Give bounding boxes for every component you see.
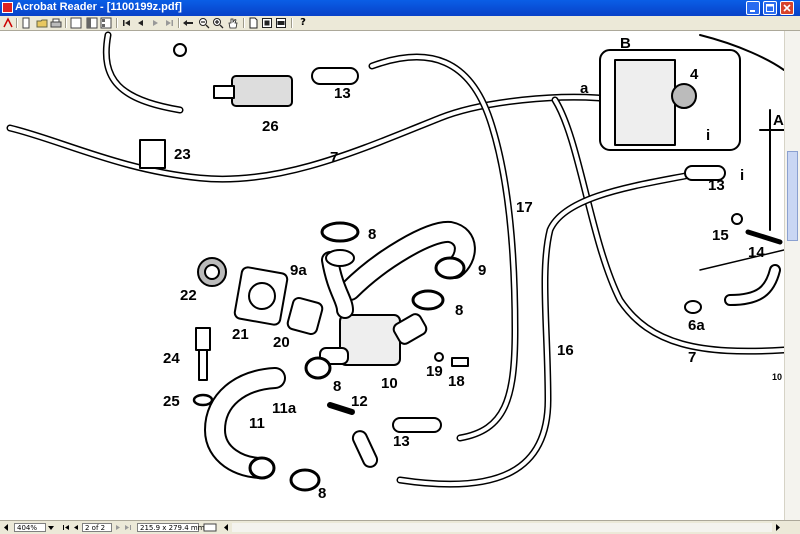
thumbnails-icon[interactable] <box>100 17 112 29</box>
label-7: 7 <box>330 149 338 166</box>
label-11: 11 <box>249 415 265 432</box>
label-24: 24 <box>163 350 180 367</box>
label-21: 21 <box>232 326 249 343</box>
label-25: 25 <box>163 393 180 410</box>
label-B: B <box>620 35 631 52</box>
label-19: 19 <box>426 363 443 380</box>
label-12: 12 <box>351 393 368 410</box>
label-13-right: 13 <box>708 177 725 194</box>
status-next-page-icon[interactable] <box>114 523 122 532</box>
label-6a: 6a <box>688 317 705 334</box>
fit-width-icon[interactable] <box>275 17 287 29</box>
zoom-field[interactable]: 404% <box>14 523 46 532</box>
label-20: 20 <box>273 334 290 351</box>
previous-page-icon[interactable] <box>135 17 147 29</box>
zoom-out-icon[interactable] <box>198 17 210 29</box>
minimize-button[interactable] <box>746 1 760 15</box>
print-icon[interactable] <box>50 17 62 29</box>
parts-diagram: 13 26 23 7 B a 4 i A 13 i 17 8 15 14 9a … <box>6 31 784 502</box>
status-first-page-icon[interactable] <box>62 523 70 532</box>
help-icon[interactable]: ? <box>300 17 306 28</box>
toolbar: ? <box>0 16 800 31</box>
hand-tool-icon[interactable] <box>227 17 239 29</box>
next-page-icon[interactable] <box>149 17 161 29</box>
label-a: a <box>580 80 589 97</box>
status-bar: 404% 2 of 2 215.9 x 279.4 mm <box>0 520 800 534</box>
label-23: 23 <box>174 146 191 163</box>
title-bar: Acrobat Reader - [1100199z.pdf] <box>0 0 800 16</box>
scrollbar-thumb[interactable] <box>787 151 798 241</box>
page-size-field: 215.9 x 279.4 mm <box>137 523 205 532</box>
label-9: 9 <box>478 262 486 279</box>
label-13-bottom: 13 <box>393 433 410 450</box>
actual-size-icon[interactable] <box>247 17 259 29</box>
maximize-button[interactable] <box>763 1 777 15</box>
go-back-icon[interactable] <box>182 17 194 29</box>
status-previous-page-icon[interactable] <box>72 523 80 532</box>
page-layout-icon[interactable] <box>203 523 217 532</box>
window-title: Acrobat Reader - [1100199z.pdf] <box>15 1 182 13</box>
hscroll-right-icon[interactable] <box>774 523 782 532</box>
label-16: 16 <box>557 342 574 359</box>
zoom-in-icon[interactable] <box>212 17 224 29</box>
document-view[interactable]: 13 26 23 7 B a 4 i A 13 i 17 8 15 14 9a … <box>0 31 784 520</box>
close-button[interactable] <box>780 1 794 15</box>
label-11a: 11a <box>272 400 297 417</box>
bookmarks-icon[interactable] <box>86 17 98 29</box>
horizontal-scrollbar[interactable] <box>232 523 772 532</box>
fit-page-icon[interactable] <box>261 17 273 29</box>
label-7-right: 7 <box>688 349 696 366</box>
open-icon[interactable] <box>36 17 48 29</box>
label-26: 26 <box>262 118 279 135</box>
label-18: 18 <box>448 373 465 390</box>
label-9a: 9a <box>290 262 307 279</box>
label-17: 17 <box>516 199 533 216</box>
hscroll-left-icon[interactable] <box>222 523 230 532</box>
page-number-field[interactable]: 2 of 2 <box>82 523 112 532</box>
label-8-top: 8 <box>368 226 376 243</box>
page-only-icon[interactable] <box>70 17 82 29</box>
label-i-right: i <box>740 167 744 184</box>
label-10-edge: 10 <box>772 372 782 382</box>
label-13: 13 <box>334 85 351 102</box>
first-page-icon[interactable] <box>121 17 133 29</box>
label-22: 22 <box>180 287 197 304</box>
label-8-mid: 8 <box>455 302 463 319</box>
scroll-left-icon[interactable] <box>2 523 10 532</box>
label-A: A <box>773 112 784 129</box>
status-last-page-icon[interactable] <box>124 523 132 532</box>
label-15: 15 <box>712 227 729 244</box>
acrobat-app-icon[interactable] <box>2 2 13 13</box>
vertical-scrollbar[interactable] <box>784 31 800 520</box>
label-14: 14 <box>748 244 765 261</box>
label-10: 10 <box>381 375 398 392</box>
new-icon[interactable] <box>20 17 32 29</box>
label-4: 4 <box>690 66 699 83</box>
zoom-dropdown-icon[interactable] <box>47 523 55 532</box>
label-8-bottom: 8 <box>318 485 326 502</box>
label-8-lower: 8 <box>333 378 341 395</box>
label-i: i <box>706 127 710 144</box>
acrobat-logo-icon <box>2 17 14 29</box>
last-page-icon[interactable] <box>163 17 175 29</box>
